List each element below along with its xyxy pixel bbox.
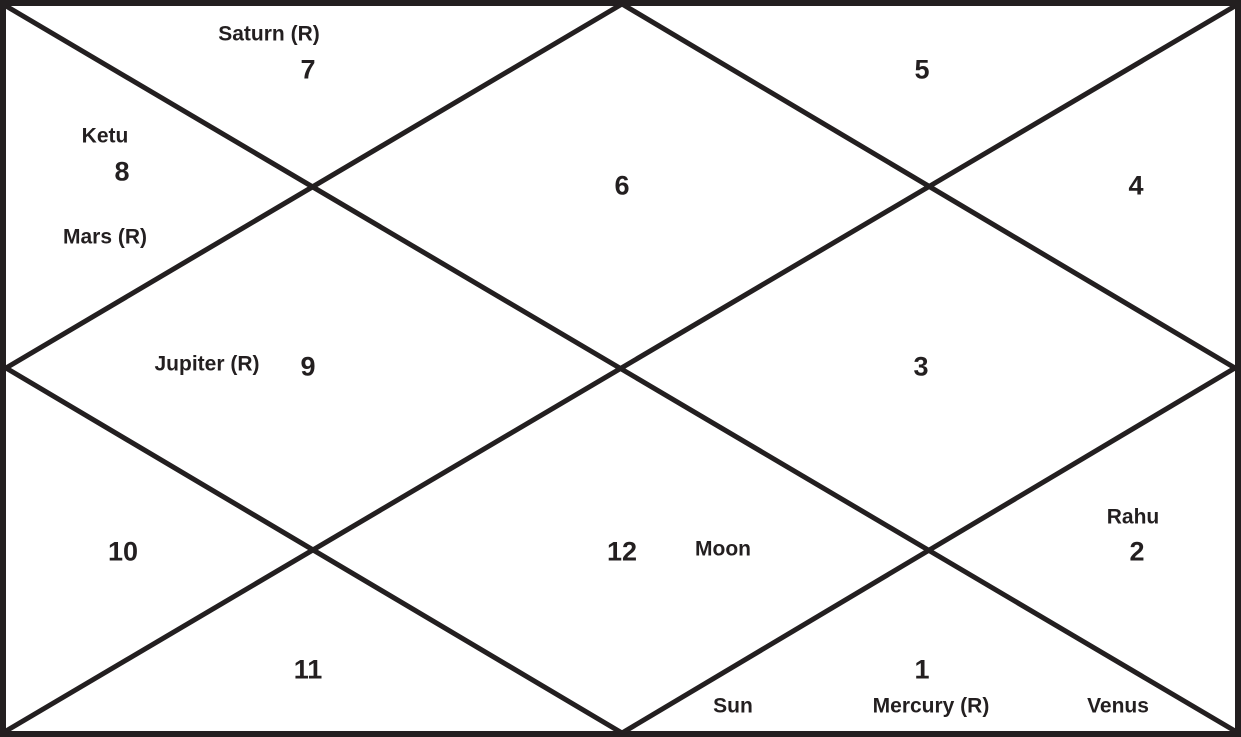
diamond-edge-top-left bbox=[4, 1, 624, 371]
house-number-5: 5 bbox=[914, 54, 930, 85]
house-number-11: 11 bbox=[293, 654, 323, 685]
house-number-8: 8 bbox=[114, 156, 130, 187]
house-number-2: 2 bbox=[1129, 536, 1145, 567]
planet-label-sun: Sun bbox=[713, 694, 753, 718]
house-number-10: 10 bbox=[107, 536, 139, 567]
diamond-edge-top-right bbox=[620, 1, 1237, 371]
house-number-4: 4 bbox=[1128, 170, 1144, 201]
planet-label-venus: Venus bbox=[1087, 694, 1149, 718]
planet-label-mars: Mars (R) bbox=[62, 225, 148, 249]
diamond-edge-bottom-left bbox=[4, 365, 624, 736]
house-number-7: 7 bbox=[300, 54, 316, 85]
house-number-6: 6 bbox=[614, 170, 630, 201]
house-number-9: 9 bbox=[300, 351, 316, 382]
diamond-edge-bottom-right bbox=[620, 365, 1237, 736]
planet-label-moon: Moon bbox=[695, 537, 751, 561]
diagonal-line-main-up bbox=[4, 3, 1237, 734]
house-number-1: 1 bbox=[914, 654, 930, 685]
planet-label-jupiter: Jupiter (R) bbox=[154, 352, 260, 376]
planet-label-saturn: Saturn (R) bbox=[218, 22, 320, 46]
house-number-3: 3 bbox=[913, 351, 929, 382]
planet-label-mercury: Mercury (R) bbox=[872, 694, 990, 718]
house-number-12: 12 bbox=[606, 536, 638, 567]
planet-label-ketu: Ketu bbox=[81, 124, 129, 148]
planet-label-rahu: Rahu bbox=[1106, 505, 1160, 529]
